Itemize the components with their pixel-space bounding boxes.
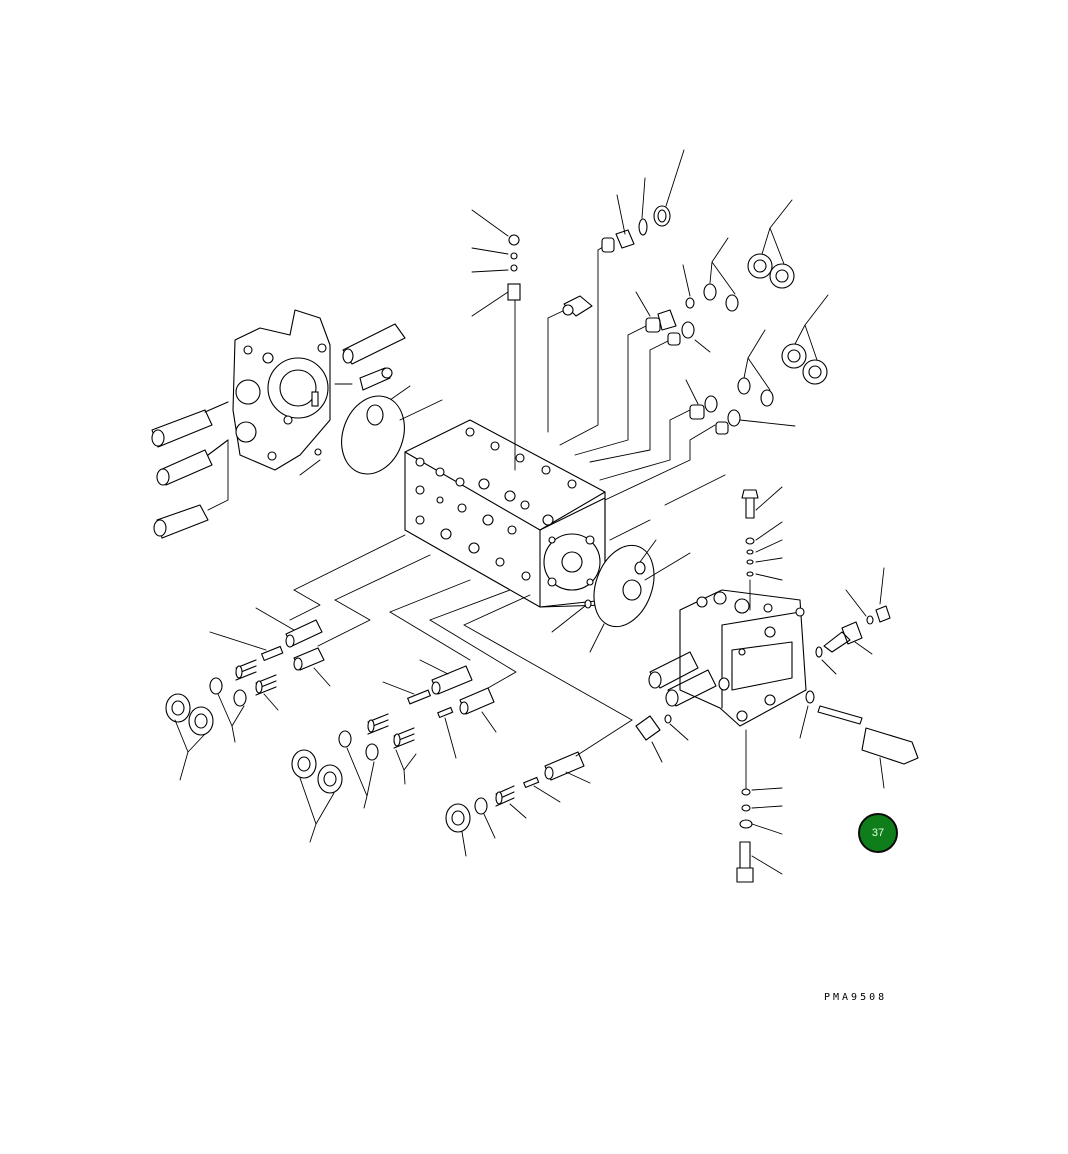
drawing-code-label: PMA9508 xyxy=(824,992,888,1003)
left-cartridges xyxy=(151,323,411,539)
lower-left-parts xyxy=(165,534,431,781)
left-gasket xyxy=(314,395,443,475)
bottom-parts xyxy=(445,539,691,857)
main-valve-body xyxy=(404,243,726,608)
right-valve-section xyxy=(635,486,919,883)
lower-middle-parts xyxy=(291,579,633,843)
callout-badge[interactable]: 37 xyxy=(858,813,898,853)
left-end-cover xyxy=(232,309,331,471)
top-small-parts xyxy=(471,149,829,435)
